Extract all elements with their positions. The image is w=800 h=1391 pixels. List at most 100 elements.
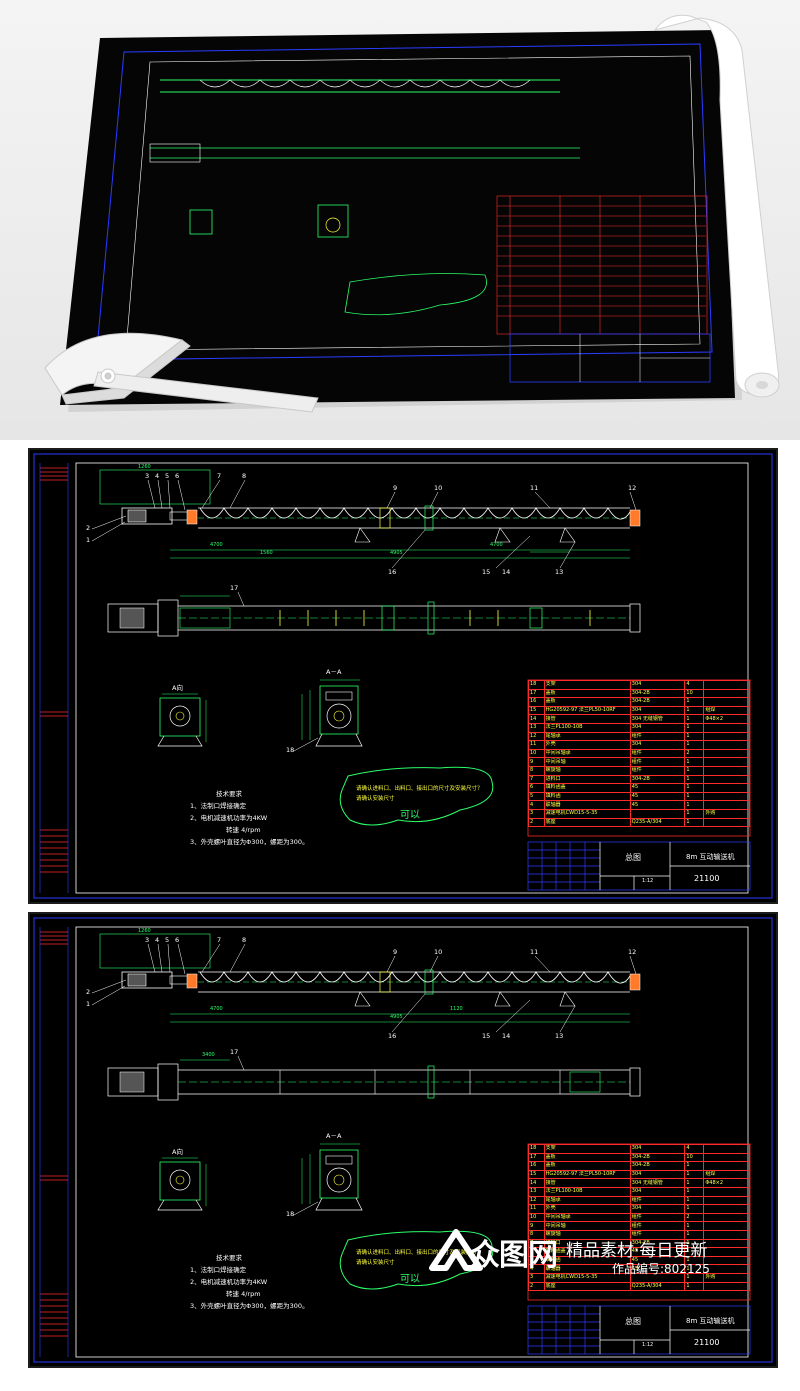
callout: 7 bbox=[217, 936, 222, 944]
bom-cell: 10 bbox=[528, 748, 545, 759]
bom-cell bbox=[703, 765, 750, 776]
bom-cell: 1 bbox=[684, 765, 705, 776]
bom-cell: 304 bbox=[629, 1186, 686, 1197]
screw-conveyor-plan bbox=[107, 591, 641, 637]
bom-cell: 304 bbox=[629, 705, 686, 716]
dimension-text: 1120 bbox=[450, 1006, 463, 1012]
bom-cell: HG20592-97 法兰PL50-10RF bbox=[543, 1169, 631, 1180]
callout: 6 bbox=[175, 472, 180, 480]
bom-cell bbox=[703, 783, 750, 793]
watermark-slogan: 精品素材·每日更新 bbox=[566, 1241, 708, 1261]
screw-conveyor-plan bbox=[107, 1055, 641, 1101]
note-reply: 可以 bbox=[400, 1274, 420, 1285]
bom-cell: 304 bbox=[629, 1204, 686, 1214]
bom-cell: 2 bbox=[528, 817, 545, 828]
bom-cell bbox=[703, 791, 750, 802]
tech-item: 2、电机减速机功率为4KW bbox=[190, 814, 268, 822]
bom-cell: Φ48×2 bbox=[703, 714, 750, 724]
callout: 4 bbox=[155, 472, 160, 480]
bom-cell: 支架 bbox=[543, 680, 631, 690]
bom-cell: 组件 bbox=[629, 731, 686, 742]
bom-cell: 1 bbox=[684, 808, 705, 819]
bom-cell: 304 无缝钢管 bbox=[629, 714, 686, 724]
paper-sheet bbox=[60, 30, 735, 405]
tech-item: 转速 4/rpm bbox=[226, 826, 261, 834]
dimension-text: 3400 bbox=[202, 1052, 215, 1058]
section-a-a bbox=[291, 1143, 363, 1217]
callout: 15 bbox=[482, 1032, 491, 1040]
callout: 2 bbox=[86, 524, 91, 532]
bom-cell bbox=[703, 1195, 750, 1206]
protractor-icon bbox=[44, 332, 319, 413]
bom-cell bbox=[703, 757, 750, 767]
view-label: A向 bbox=[172, 684, 183, 692]
bom-cell bbox=[703, 1204, 750, 1214]
section-a-a bbox=[291, 679, 363, 753]
callout: 18 bbox=[286, 1210, 295, 1218]
bom-cell: 组件 bbox=[629, 757, 686, 767]
bom-cell: 304 bbox=[629, 722, 686, 733]
bom-cell: 13 bbox=[528, 1186, 545, 1197]
bom-cell bbox=[703, 748, 750, 759]
bom-cell: 组件 bbox=[629, 1195, 686, 1206]
tech-item: 1、法制口焊接确定 bbox=[190, 1266, 247, 1274]
bom-cell: 11 bbox=[528, 740, 545, 750]
callout: 16 bbox=[388, 568, 397, 576]
bom-cell: HG20592-97 法兰PL50-10RF bbox=[543, 705, 631, 716]
bom-cell: 12 bbox=[528, 1195, 545, 1206]
watermark-work-id: 作品编号:802125 bbox=[612, 1262, 710, 1276]
bom-cell: 17 bbox=[528, 688, 545, 699]
drawing-number: 21100 bbox=[694, 874, 720, 883]
callout: 10 bbox=[434, 948, 443, 956]
bom-cell: 1 bbox=[684, 1178, 705, 1188]
bom-cell: 底座 bbox=[543, 817, 631, 828]
callout: 12 bbox=[628, 484, 637, 492]
bom-cell: 接管 bbox=[543, 714, 631, 724]
drawing-scale: 1:12 bbox=[642, 1342, 654, 1348]
bom-cell bbox=[629, 808, 686, 819]
section-label: A－A bbox=[326, 668, 342, 676]
bom-cell: 304-2B bbox=[629, 1161, 686, 1171]
bom-cell bbox=[703, 722, 750, 733]
bom-cell: 1 bbox=[684, 791, 705, 802]
bom-cell: 填料函盖 bbox=[543, 783, 631, 793]
bom-cell bbox=[703, 1281, 750, 1292]
callout: 16 bbox=[388, 1032, 397, 1040]
bom-cell: 304-2B bbox=[629, 688, 686, 699]
bom-cell: 1 bbox=[684, 817, 705, 828]
bom-cell: 10 bbox=[684, 1152, 705, 1163]
bom-cell: 中间吊轴承 bbox=[543, 748, 631, 759]
callout: 9 bbox=[393, 484, 398, 492]
callout: 17 bbox=[230, 1048, 239, 1056]
callout: 6 bbox=[175, 936, 180, 944]
tech-item: 转速 4/rpm bbox=[226, 1290, 261, 1298]
dimension-text: 1260 bbox=[138, 464, 151, 470]
bom-cell: 支架 bbox=[543, 1144, 631, 1154]
title-block bbox=[527, 1305, 751, 1355]
bom-cell: 4 bbox=[684, 1144, 705, 1154]
mini-bom bbox=[496, 195, 708, 335]
bom-cell: 304 bbox=[629, 680, 686, 690]
bom-cell: 7 bbox=[528, 774, 545, 785]
tech-item: 1、法制口焊接确定 bbox=[190, 802, 247, 810]
bom-cell: 1 bbox=[684, 1161, 705, 1171]
callout: 3 bbox=[145, 472, 150, 480]
bom-cell: 外购 bbox=[703, 808, 750, 819]
logo-icon bbox=[429, 1229, 483, 1271]
bom-cell: 3 bbox=[528, 808, 545, 819]
bom-cell: 1 bbox=[684, 1195, 705, 1206]
bom-cell: 6 bbox=[528, 783, 545, 793]
tech-item: 3、外壳螺叶直径为Φ300，螺距为300。 bbox=[190, 1302, 309, 1310]
